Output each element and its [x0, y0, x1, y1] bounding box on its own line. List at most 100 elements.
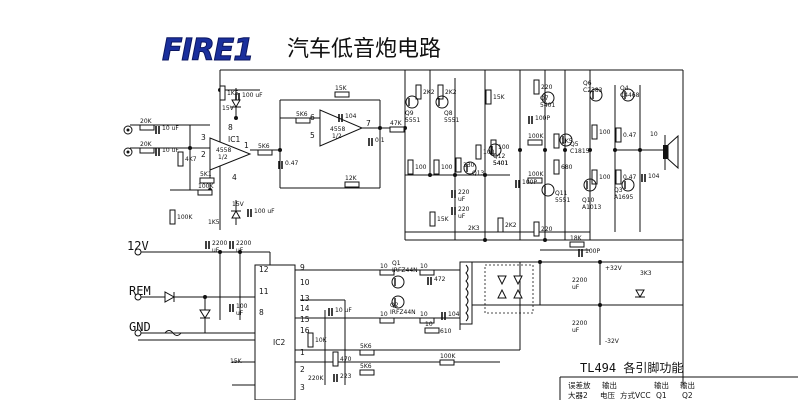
- label-r-1k5-q: 1K5: [561, 138, 573, 145]
- resistor-r-15k-fb: [334, 91, 350, 98]
- transistor-symbol-1: [405, 95, 419, 109]
- label-q1: Q1: [392, 260, 401, 267]
- ic2-pin-15: 15: [300, 315, 310, 324]
- label-q10: Q10: [582, 197, 595, 204]
- input-jack-left: [123, 125, 133, 157]
- passives: [139, 79, 646, 382]
- resistor-r-20k-b: [139, 147, 155, 154]
- ic2-chip: [254, 264, 296, 400]
- ic2-pin-8: 8: [259, 308, 264, 317]
- opamp-mid-pin5: 5: [310, 131, 315, 140]
- ic2-pin-2: 2: [300, 365, 305, 374]
- label-r-610: 610: [440, 328, 452, 335]
- label-r-5k1: 5K1: [200, 171, 212, 178]
- resistor-r-2k2-c: [497, 217, 504, 233]
- resistor-r-330: [455, 157, 462, 173]
- label-q4-line2: C4468: [620, 92, 640, 99]
- label-r-10-g4: 10: [420, 311, 428, 318]
- ic2-pin-12: 12: [259, 265, 269, 274]
- label-r-100-q3: 100: [599, 174, 611, 181]
- ic2-pin-9: 9: [300, 263, 305, 272]
- label-r-15k-r: 15K: [493, 94, 506, 101]
- label-q2-line2: IRFZ44N: [390, 309, 416, 316]
- transformer-icon: [459, 261, 473, 325]
- resistor-r-5k6-b: [295, 117, 311, 124]
- label-c-10uf-ic2: 10 uF: [335, 307, 352, 314]
- ic1-pin3: 3: [201, 133, 206, 142]
- table-r3: Q1: [656, 391, 667, 400]
- ic2-pin-1: 1: [300, 348, 305, 357]
- table-r2: 方式VCC: [620, 390, 651, 400]
- resistor-r-2k2-a: [415, 84, 422, 100]
- table-h1: 输出: [602, 380, 617, 390]
- label-q13: Q13: [472, 170, 485, 177]
- resistor-r-20k-a: [139, 124, 155, 131]
- label-r-100-d: 100: [483, 149, 495, 156]
- label-r-10-g3: 10: [380, 311, 388, 318]
- label-r-470: 470: [340, 356, 352, 363]
- label-r-5k6-c: 5K6: [360, 343, 372, 350]
- table-h2: 输出: [654, 380, 669, 390]
- resistor-r-2k2-b: [437, 84, 444, 100]
- resistor-r-10-g4: [419, 317, 435, 324]
- label-r-5k6-d: 5K6: [360, 363, 372, 370]
- label-c-2200-psu-b-line2: uF: [572, 327, 580, 334]
- table-title: TL494 各引脚功能: [580, 360, 683, 375]
- opamp-mid-chip: 4558: [330, 126, 345, 133]
- ic1-name: IC1: [228, 135, 240, 144]
- label-r-10-g2: 10: [420, 263, 428, 270]
- resistor-r-12k: [344, 181, 360, 188]
- label-c-10uf-b: 10 uF: [162, 147, 179, 154]
- label-q10-line2: A1013: [582, 204, 602, 211]
- label-q12b: 5401: [493, 160, 508, 167]
- label-r-10k: 10K: [315, 337, 328, 344]
- zener-top: [231, 99, 241, 109]
- resistor-r-10-t: [424, 327, 440, 334]
- label-r-220k: 220K: [308, 375, 324, 382]
- resistor-r-100k-q: [527, 139, 543, 146]
- resistor-r-100k-ic1: [197, 189, 213, 196]
- label-r-15k-fb: 15K: [335, 85, 348, 92]
- diode-rem: [164, 291, 176, 303]
- label-c-2200uf-a: 2200: [212, 240, 227, 247]
- transistor-symbol-9: [541, 183, 555, 197]
- label-r-5k6-a: 5K6: [258, 143, 270, 150]
- label-r-2k2-c: 2K2: [505, 222, 517, 229]
- ic2-pin-13: 13: [300, 294, 310, 303]
- transistor-symbol-12: [391, 275, 405, 289]
- label-c-100uf-top: 100 uF: [242, 92, 263, 99]
- label-r-47k: 47K: [390, 120, 403, 127]
- ic2-name: IC2: [273, 338, 285, 347]
- transistor-symbol-3: [488, 143, 502, 157]
- label-r-680: 680: [561, 164, 573, 171]
- label-q7: Q7: [540, 95, 549, 102]
- label-c-2200uf-b-line2: uF: [236, 247, 244, 254]
- label-v-minus32: -32V: [605, 338, 620, 345]
- label-q12-line2: 5401: [493, 160, 508, 167]
- label-r-047-b: 0.47: [623, 174, 637, 181]
- label-r-1k5-bot: 1K5: [208, 219, 220, 226]
- resistor-rp-100k: [169, 209, 176, 225]
- resistor-r-18k: [569, 241, 585, 248]
- label-c-2200uf-a-line2: uF: [212, 247, 220, 254]
- resistor-r-100k-b: [439, 359, 455, 366]
- transistor-symbol-7: [589, 88, 603, 102]
- label-r-100-a: 100: [415, 164, 427, 171]
- resistor-r-047-a: [615, 127, 622, 143]
- resistor-r-15k-r: [485, 89, 492, 105]
- transistor-symbol-11: [621, 178, 635, 192]
- label-c-220uf-b-line2: uF: [458, 213, 466, 220]
- label-r-20k-b: 20K: [140, 141, 153, 148]
- resistor-r-10-g3: [379, 317, 395, 324]
- rail-12v: 12V: [127, 239, 149, 253]
- resistor-r-5k6-d: [359, 369, 375, 376]
- label-q8: Q8: [444, 110, 453, 117]
- label-r-5k6-b: 5K6: [296, 111, 308, 118]
- speaker-icon: [663, 134, 679, 170]
- logo-text: FIRE1: [162, 33, 253, 68]
- label-r-2k2-a: 2K2: [423, 89, 435, 96]
- resistor-r-15k-bot: [429, 211, 436, 227]
- label-q5: Q5: [570, 141, 579, 148]
- resistor-r-4k7: [177, 151, 184, 167]
